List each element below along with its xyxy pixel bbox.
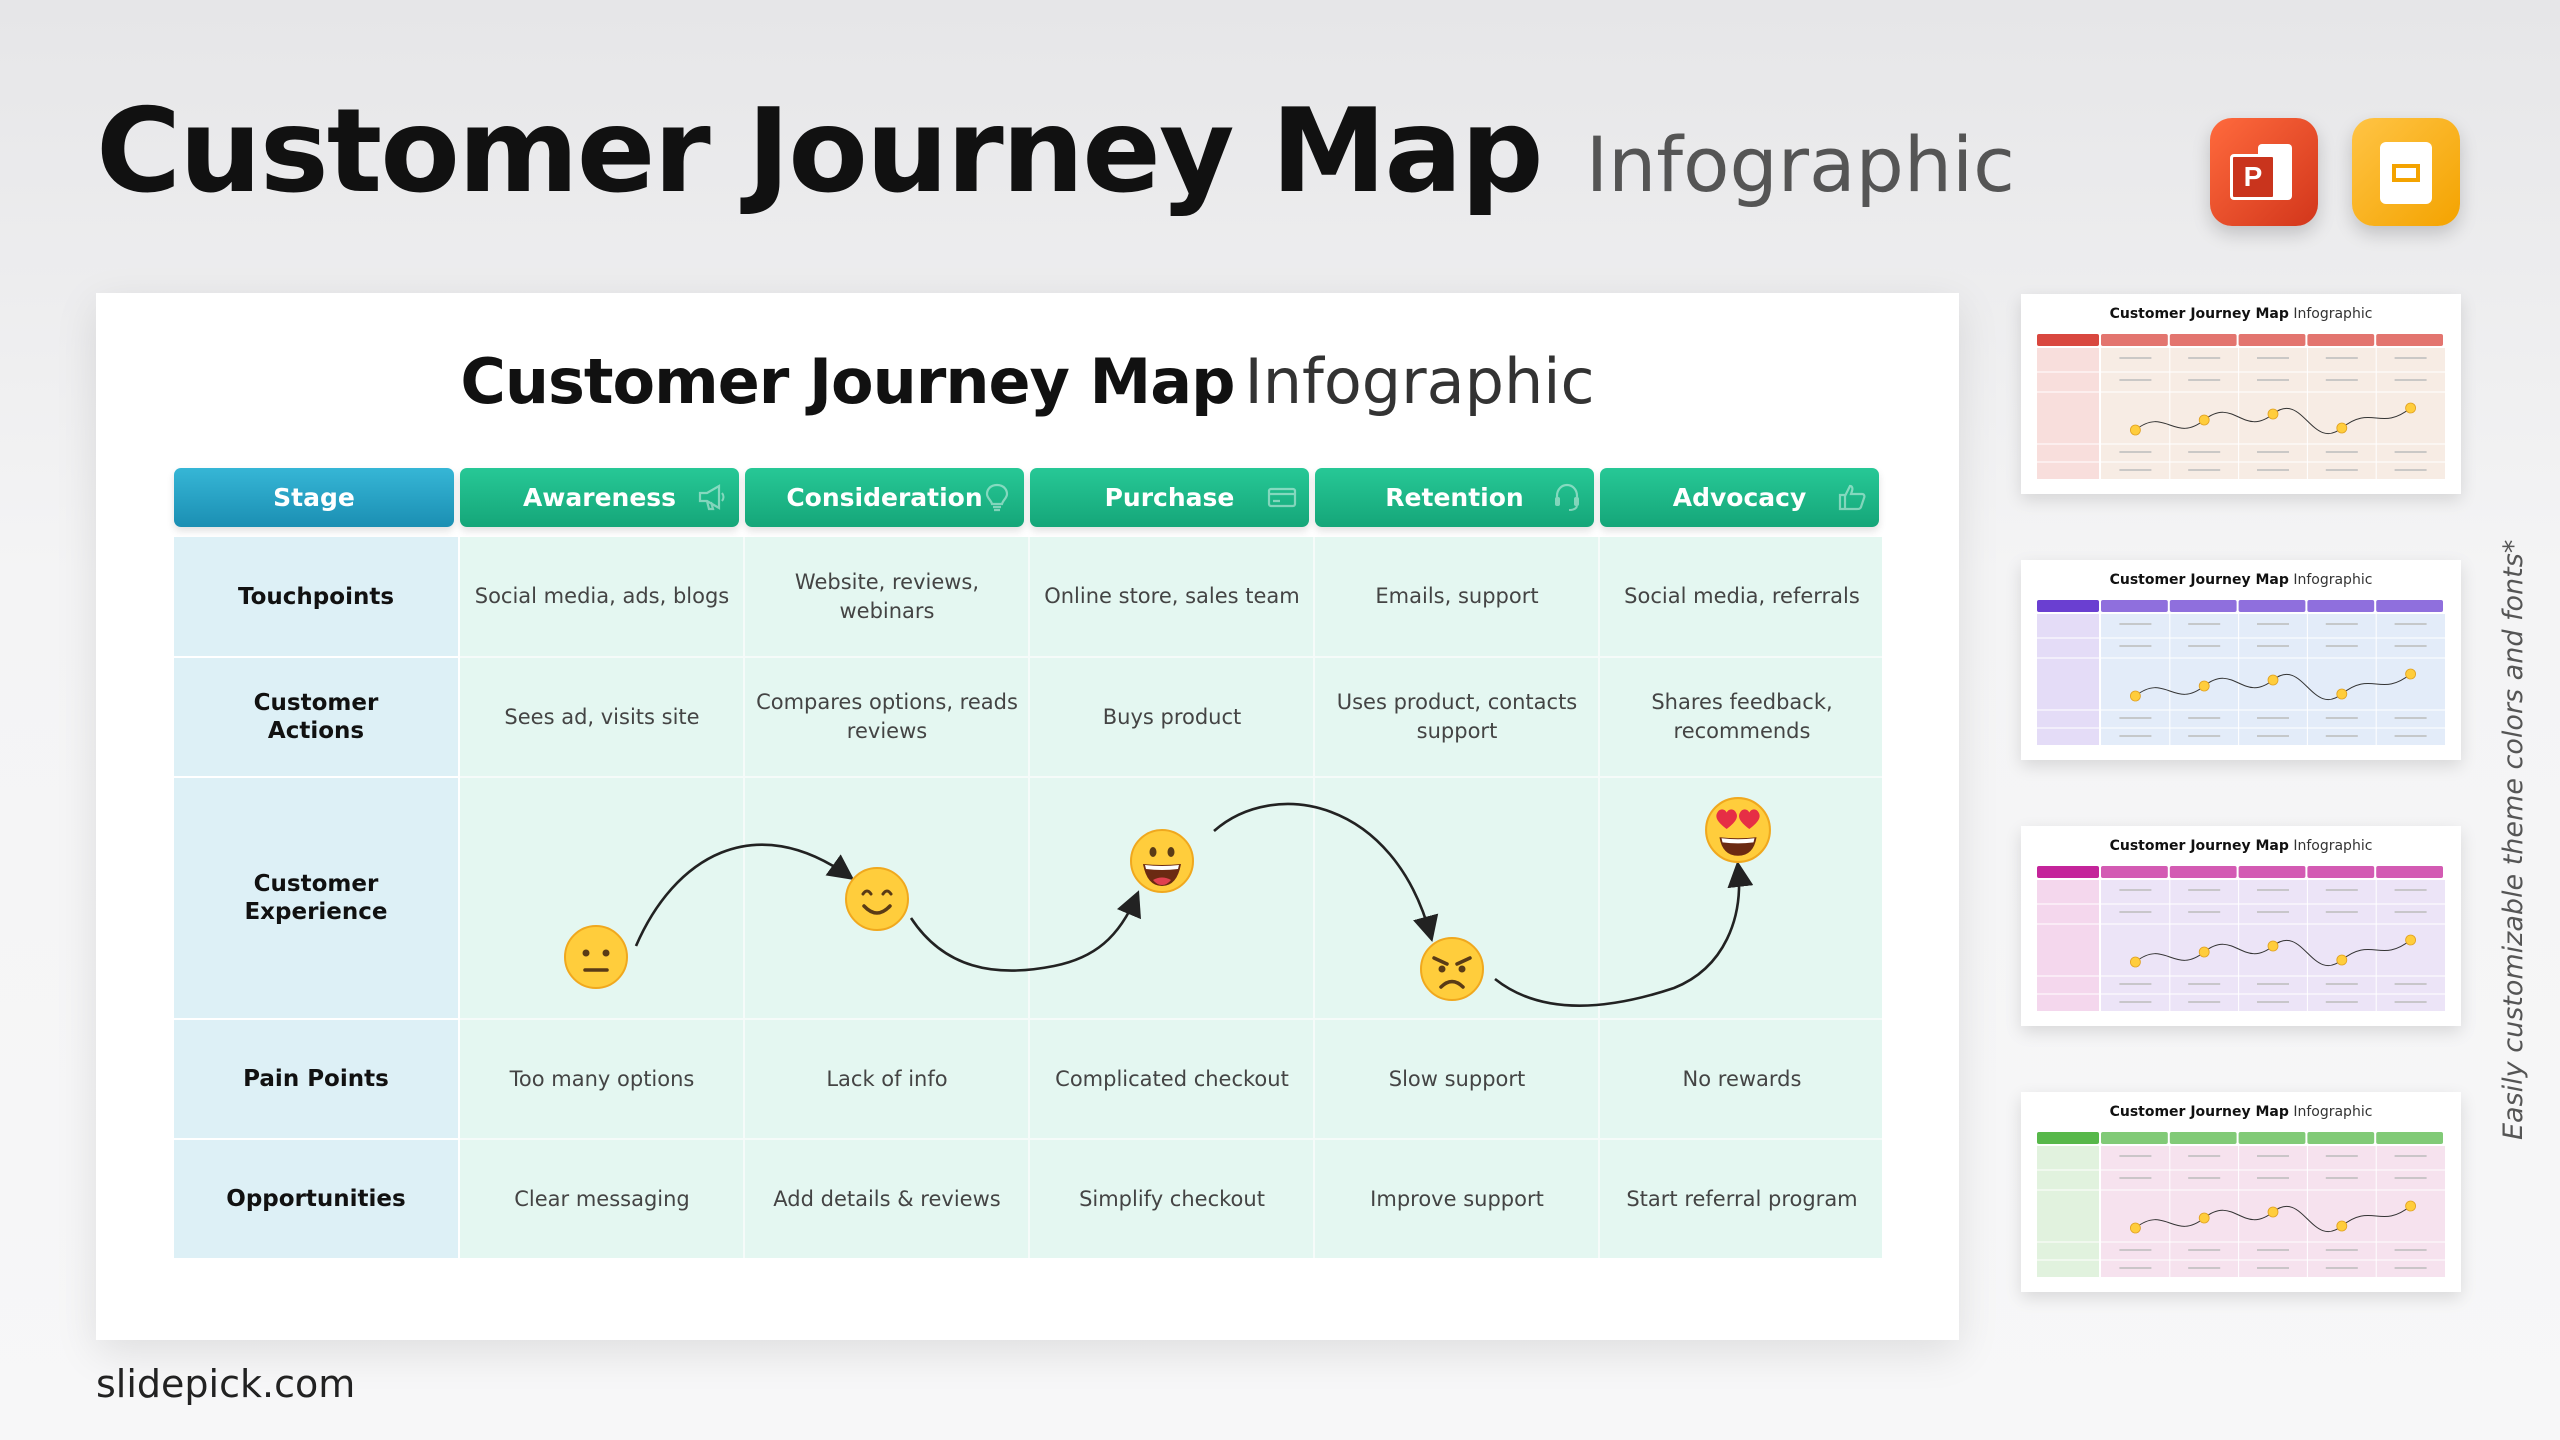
cell-touchpoints-awareness: Social media, ads, blogs [474,584,730,608]
row-label-opportunities: Opportunities [174,1140,458,1258]
cell-pain-consideration: Lack of info [826,1066,948,1091]
thumbnail-purple[interactable]: Customer Journey Map Infographic [2021,560,2461,760]
headset-icon [1555,483,1579,511]
grinning-face-icon [1130,829,1194,893]
credit-card-icon [1267,487,1297,508]
neutral-face-icon [564,925,628,989]
cell-actions-consideration: Compares options, reads reviews [756,690,1018,743]
angry-face-icon [1420,937,1484,1001]
cell-opportunity-purchase: Simplify checkout [1079,1186,1265,1211]
cell-touchpoints-consideration: Website, reviews, webinars [794,569,980,623]
header-consideration-label: Consideration [786,483,983,512]
header-awareness-label: Awareness [522,483,677,512]
slide-title-bold: Customer Journey Map [460,345,1235,418]
thumb-grid [2037,1132,2445,1277]
thumb-title-light: Infographic [2293,838,2373,854]
header-purchase: Purchase [1030,468,1309,527]
cell-pain-advocacy: No rewards [1682,1066,1802,1091]
cell-actions-purchase: Buys product [1102,704,1242,729]
header-retention: Retention [1315,468,1594,527]
lightbulb-icon [985,483,1009,512]
powerpoint-letter: P [2230,154,2276,200]
cell-opportunity-consideration: Add details & reviews [773,1186,1001,1211]
google-slides-icon[interactable] [2352,118,2460,226]
page-title: Customer Journey Map Infographic [96,84,2015,219]
cell-pain-awareness: Too many options [509,1066,695,1091]
header-purchase-label: Purchase [1104,483,1235,512]
journey-table: Stage Awareness Consideration Purchase R… [174,468,1882,1258]
thumbs-up-icon [1838,484,1866,511]
heart-eyes-face-icon [1705,797,1771,863]
thumbnail-green[interactable]: Customer Journey Map Infographic [2021,1092,2461,1292]
slide-title-light: Infographic [1244,345,1595,418]
thumb-title-bold: Customer Journey Map [2109,306,2289,322]
side-note: Easily customizable theme colors and fon… [2498,539,2529,1140]
cell-opportunity-advocacy: Start referral program [1626,1186,1858,1211]
header-stage: Stage [174,468,454,527]
thumb-title-bold: Customer Journey Map [2109,1104,2289,1120]
cell-pain-retention: Slow support [1388,1066,1526,1091]
page-title-light: Infographic [1585,120,2015,209]
header-consideration: Consideration [745,468,1024,527]
header-advocacy-label: Advocacy [1672,483,1807,512]
powerpoint-icon[interactable]: P [2210,118,2318,226]
header-awareness: Awareness [460,468,739,527]
row-label-pain-points: Pain Points [174,1020,458,1138]
header-retention-label: Retention [1385,483,1524,512]
thumbnail-magenta[interactable]: Customer Journey Map Infographic [2021,826,2461,1026]
thumb-title-light: Infographic [2293,572,2373,588]
experience-curve [634,802,1754,1007]
cell-actions-awareness: Sees ad, visits site [504,704,700,729]
cell-touchpoints-purchase: Online store, sales team [1044,584,1300,608]
thumb-title-bold: Customer Journey Map [2109,838,2289,854]
page-title-bold: Customer Journey Map [96,84,1544,219]
thumb-title-light: Infographic [2293,1104,2373,1120]
cell-pain-purchase: Complicated checkout [1055,1066,1289,1091]
cell-touchpoints-retention: Emails, support [1375,584,1539,608]
smiling-face-icon [845,867,909,931]
megaphone-icon [698,484,725,511]
thumb-grid [2037,334,2445,479]
cell-opportunity-retention: Improve support [1370,1186,1544,1211]
cell-actions-retention: Uses product, contacts support [1336,690,1578,743]
row-label-touchpoints: Touchpoints [174,537,458,656]
cell-opportunity-awareness: Clear messaging [514,1186,690,1211]
footer-brand[interactable]: slidepick.com [96,1362,356,1406]
cell-actions-advocacy: Shares feedback, recommends [1651,690,1833,743]
thumb-title-light: Infographic [2293,306,2373,322]
thumb-grid [2037,600,2445,745]
thumb-title-bold: Customer Journey Map [2109,572,2289,588]
thumbnail-red[interactable]: Customer Journey Map Infographic [2021,294,2461,494]
thumb-grid [2037,866,2445,1011]
header-advocacy: Advocacy [1600,468,1879,527]
cell-touchpoints-advocacy: Social media, referrals [1624,584,1860,608]
